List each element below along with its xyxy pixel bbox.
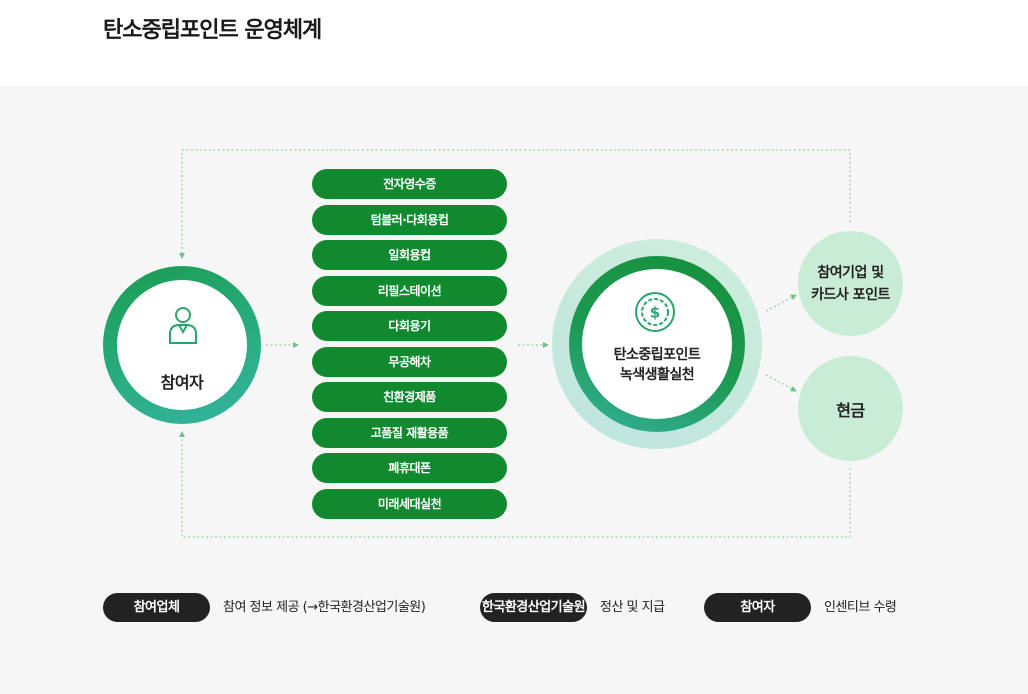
legend-badge-participant: 참여자: [704, 593, 811, 622]
reward-points-line2: 카드사 포인트: [811, 286, 890, 303]
person-icon: [169, 307, 197, 344]
arrow-hub-to-cash: [765, 374, 797, 392]
activity-item: 텀블러·다회용컵: [312, 204, 507, 235]
svg-text:$: $: [650, 304, 660, 322]
hub-label: 탄소중립포인트 녹색생활실천: [582, 345, 732, 385]
activity-item: 미래세대실천: [312, 488, 507, 519]
legend-text-participant: 인센티브 수령: [824, 600, 897, 615]
arrow-hub-to-points: [765, 294, 797, 312]
hub-label-line1: 탄소중립포인트: [613, 347, 701, 363]
participant-node: 참여자: [103, 266, 261, 424]
legend-badge-keiti: 한국환경산업기술원: [480, 593, 587, 622]
feedback-loop-bottom: [179, 431, 851, 538]
legend-badge-company: 참여업체: [103, 593, 210, 622]
feedback-loop-top: [179, 149, 851, 259]
activity-item: 고품질 재활용품: [312, 417, 507, 448]
participant-label: 참여자: [160, 373, 204, 392]
coin-dollar-icon: $: [635, 292, 675, 332]
activity-item: 일회용컵: [312, 240, 507, 270]
activity-item: 무공해차: [312, 346, 507, 377]
hub-node: $ 탄소중립포인트 녹색생활실천: [552, 239, 762, 449]
activity-item: 전자영수증: [312, 169, 507, 199]
reward-points-node: 참여기업 및 카드사 포인트: [798, 231, 903, 336]
reward-cash-node: 현금: [798, 356, 903, 461]
activity-item: 다회용기: [312, 311, 507, 341]
activity-item: 리필스테이션: [312, 275, 507, 306]
legend-text-company: 참여 정보 제공 (→한국환경산업기술원): [223, 600, 426, 615]
legend-text-keiti: 정산 및 지급: [600, 600, 665, 615]
hub-label-line2: 녹색생활실천: [619, 367, 695, 383]
activity-item: 폐휴대폰: [312, 453, 507, 483]
activity-item: 친환경제품: [312, 382, 507, 412]
reward-points-line1: 참여기업 및: [817, 264, 884, 281]
activity-list: 전자영수증 텀블러·다회용컵 일회용컵 리필스테이션 다회용기 무공해차 친환경…: [312, 169, 507, 524]
reward-cash-label: 현금: [836, 400, 865, 420]
page-title: 탄소중립포인트 운영체계: [103, 18, 322, 43]
